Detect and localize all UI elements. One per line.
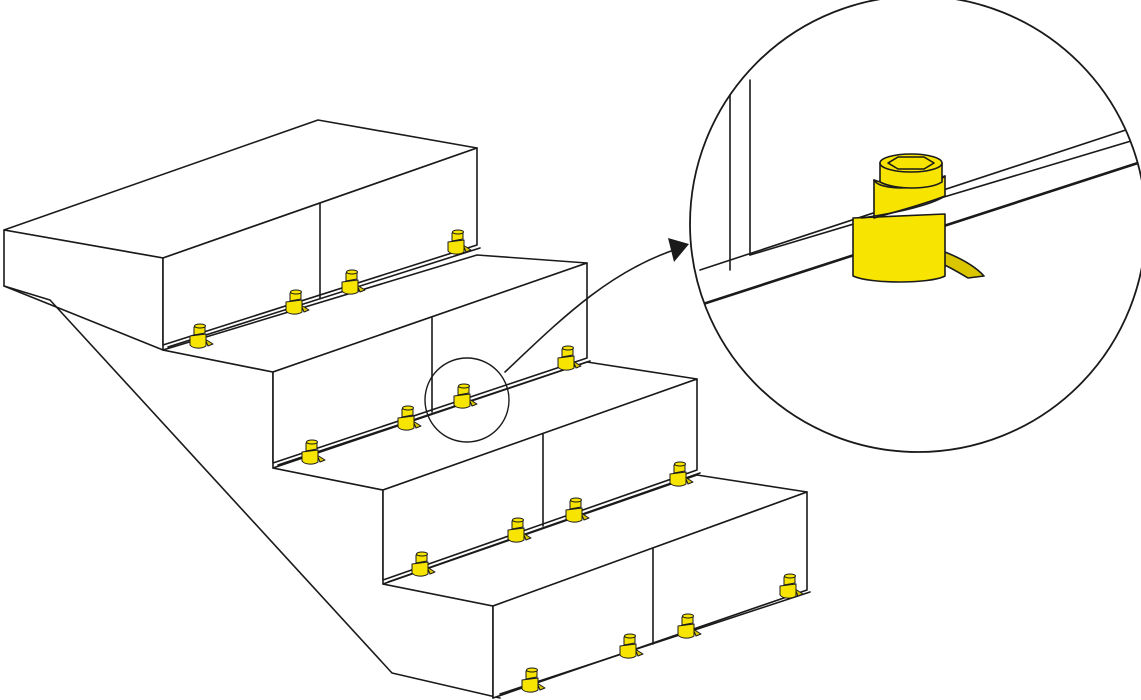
spacer-icon [411,551,436,577]
magnified-content [698,79,1141,307]
callout-arrowhead-icon [668,238,689,262]
spacer-icon [557,345,582,371]
step-2-riser-tile [272,262,588,464]
spacer-icon [301,439,326,465]
step-4-grout-line [499,591,811,695]
spacer-icon [447,229,472,255]
step-3 [382,378,808,607]
step-3-grout-line [387,472,701,583]
step-1 [162,147,588,373]
step-1-grout-line [167,247,481,348]
stringer-underside [3,285,501,699]
spacer-icon [677,613,702,639]
spacer-icon [521,667,546,693]
spacer-icon [507,517,532,543]
spacer-icon [341,269,366,295]
callout-arrow-line [504,247,681,373]
spacer-group [189,229,804,693]
spacer-icon [669,461,694,487]
detail-highlight-circle [424,357,510,443]
spacer-icon [619,633,644,659]
step-2-grout-line [277,360,591,466]
spacer-icon [397,405,422,431]
step-4 [492,491,811,699]
spacer-icon [565,497,590,523]
spacer-icon [453,383,478,409]
spacer-icon [285,289,310,315]
magnified-detail [689,0,1141,453]
step-3-riser-tile [382,378,698,581]
spacer-icon [779,573,804,599]
zoom-spacer-icon [852,153,985,283]
spacer-icon [189,323,214,349]
step-4-riser-tile [492,491,808,699]
